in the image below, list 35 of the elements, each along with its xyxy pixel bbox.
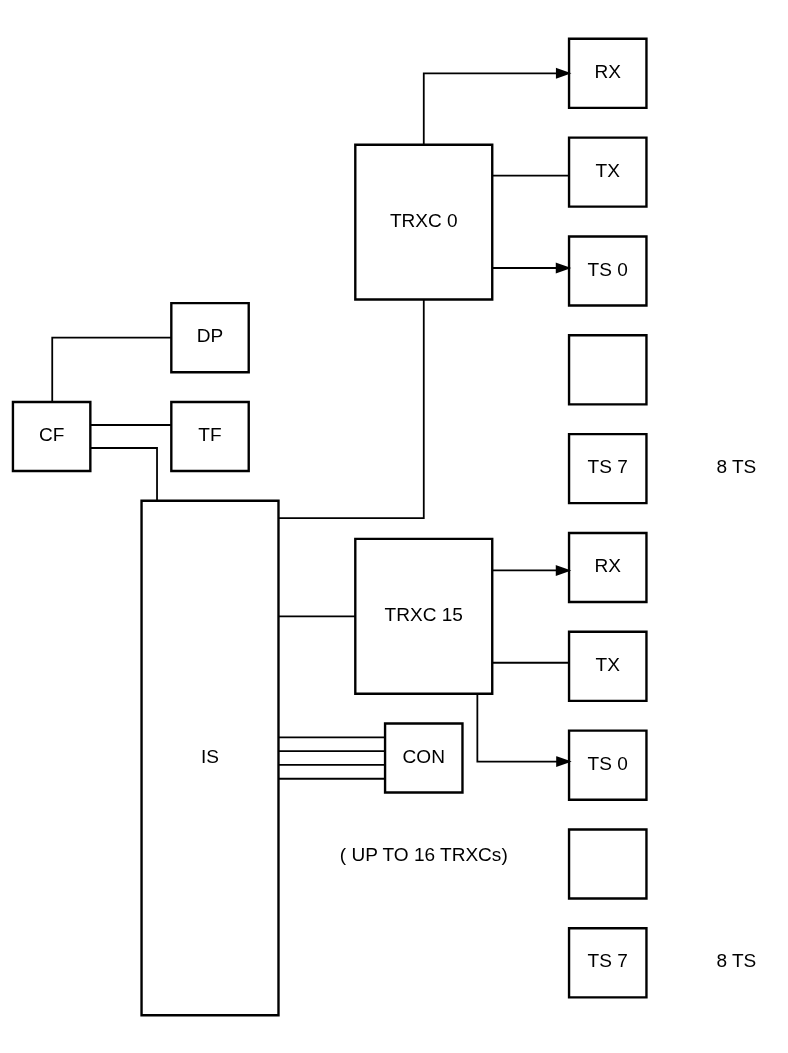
arrow — [422, 67, 572, 146]
node-box — [567, 333, 648, 406]
node-box: TX — [567, 135, 648, 208]
node-box: TRXC 15 — [354, 537, 494, 695]
node-box: TS 7 — [567, 432, 648, 504]
connector — [491, 174, 570, 177]
connector — [89, 446, 158, 501]
node-box: TF — [170, 400, 250, 472]
connector — [277, 735, 386, 738]
node-label: 8 TS — [716, 949, 757, 971]
node-box: TS 0 — [567, 728, 648, 801]
connector — [277, 749, 386, 752]
node-box: CF — [11, 400, 92, 472]
connector — [491, 661, 570, 664]
node-box: TX — [567, 630, 648, 702]
arrow — [476, 692, 572, 767]
connector — [89, 423, 173, 426]
connector — [277, 763, 386, 766]
node-box — [567, 827, 648, 900]
node-box: TRXC 0 — [354, 143, 494, 301]
node-box: IS — [140, 499, 280, 1016]
arrow — [491, 262, 572, 273]
label: ( UP TO 16 TRXCs) — [339, 843, 508, 865]
node-box: CON — [383, 721, 464, 794]
node-box: RX — [567, 531, 648, 603]
connector — [51, 336, 172, 403]
node-box: TS 7 — [567, 926, 648, 999]
node-label: 8 TS — [716, 455, 757, 477]
connector — [277, 777, 386, 780]
node-box: TS 0 — [567, 234, 648, 307]
connector — [277, 614, 356, 617]
connector — [277, 298, 425, 519]
arrow — [491, 564, 572, 576]
node-box: DP — [170, 301, 250, 373]
node-box: RX — [567, 37, 648, 109]
